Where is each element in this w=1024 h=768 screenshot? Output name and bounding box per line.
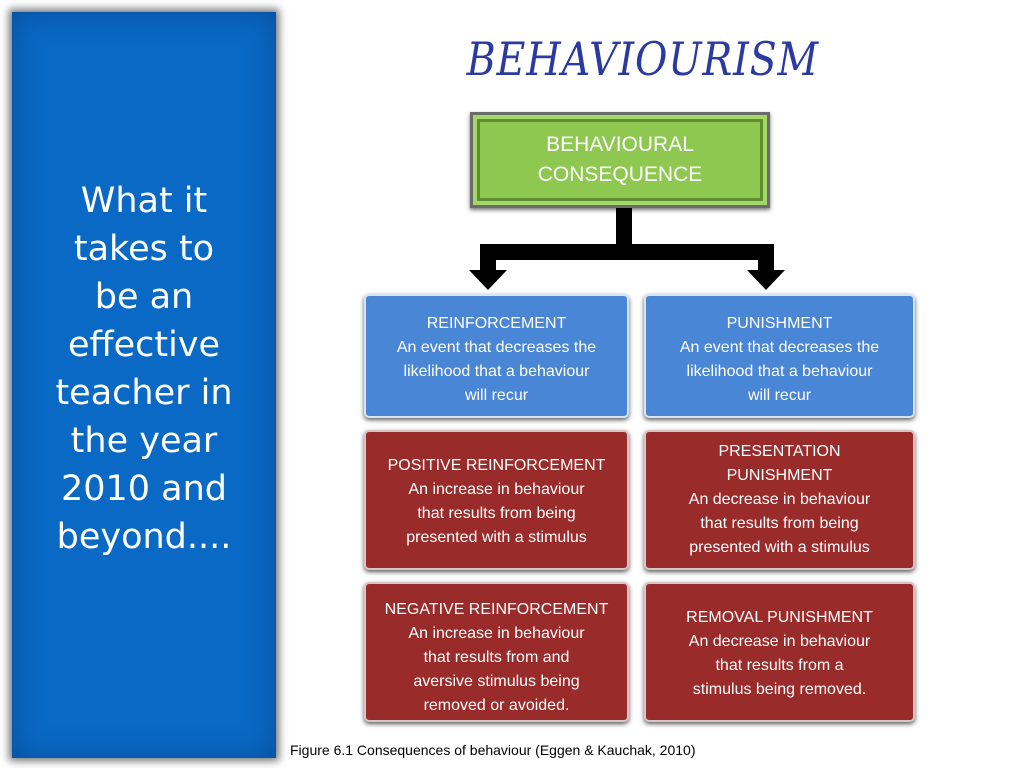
- box-line: likelihood that a behaviour: [403, 363, 590, 380]
- box-line: likelihood that a behaviour: [686, 363, 873, 380]
- box-line: stimulus being removed.: [692, 681, 867, 698]
- connector-left-drop: [480, 244, 496, 274]
- arrowhead-right: [747, 270, 785, 290]
- box-presentation-punishment: PRESENTATION PUNISHMENT An decrease in b…: [644, 430, 915, 570]
- sidebar-text: What it takes to be an effective teacher…: [55, 181, 233, 557]
- box-line: presented with a stimulus: [406, 529, 587, 546]
- box-punishment: PUNISHMENT An event that decreases the l…: [644, 294, 915, 418]
- box-line: presented with a stimulus: [689, 539, 870, 556]
- box-heading: PUNISHMENT: [726, 467, 833, 484]
- box-line: An event that decreases the: [679, 339, 880, 356]
- box-heading: REINFORCEMENT: [426, 315, 567, 332]
- box-reinforcement: REINFORCEMENT An event that decreases th…: [364, 294, 629, 418]
- root-node-line2: CONSEQUENCE: [537, 163, 703, 186]
- box-line: An decrease in behaviour: [688, 633, 871, 650]
- box-line: that results from being: [417, 505, 576, 522]
- box-removal-punishment: REMOVAL PUNISHMENT An decrease in behavi…: [644, 582, 915, 722]
- box-line: that results from being: [700, 515, 859, 532]
- box-heading: NEGATIVE REINFORCEMENT: [384, 601, 609, 618]
- page-title: BEHAVIOURISM: [466, 32, 819, 86]
- box-heading: POSITIVE REINFORCEMENT: [387, 457, 606, 474]
- box-heading: PUNISHMENT: [726, 315, 833, 332]
- box-line: aversive stimulus being: [413, 673, 580, 690]
- box-line: An event that decreases the: [396, 339, 597, 356]
- arrowhead-left: [469, 270, 507, 290]
- figure-caption: Figure 6.1 Consequences of behaviour (Eg…: [290, 742, 696, 758]
- root-node-line1: BEHAVIOURAL: [546, 133, 694, 156]
- root-node: BEHAVIOURAL CONSEQUENCE: [470, 112, 770, 208]
- box-line: that results from a: [715, 657, 844, 674]
- connector-crossbar: [480, 244, 772, 260]
- box-negative-reinforcement: NEGATIVE REINFORCEMENT An increase in be…: [364, 582, 629, 722]
- box-heading: REMOVAL PUNISHMENT: [686, 609, 873, 626]
- box-heading: PRESENTATION: [718, 443, 841, 460]
- box-line: An increase in behaviour: [408, 625, 585, 642]
- box-positive-reinforcement: POSITIVE REINFORCEMENT An increase in be…: [364, 430, 629, 570]
- connector-arrows: [469, 208, 785, 290]
- box-line: An increase in behaviour: [408, 481, 585, 498]
- box-line: removed or avoided.: [423, 697, 570, 714]
- sidebar-panel: What it takes to be an effective teacher…: [12, 12, 276, 758]
- box-line: that results from and: [423, 649, 570, 666]
- box-line: An decrease in behaviour: [688, 491, 871, 508]
- connector-stem: [616, 208, 632, 248]
- connector-right-drop: [758, 244, 774, 274]
- box-line: will recur: [747, 387, 812, 404]
- box-line: will recur: [464, 387, 529, 404]
